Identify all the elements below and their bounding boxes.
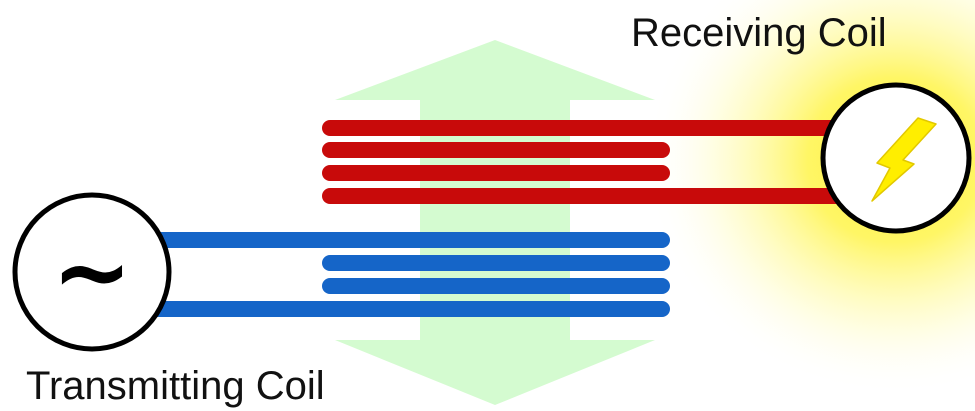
magnetic-field-arrow xyxy=(335,40,655,405)
receiving-coil xyxy=(322,120,853,204)
ac-source: ~ xyxy=(12,192,172,352)
receiving-coil-label: Receiving Coil xyxy=(631,11,887,55)
load xyxy=(820,82,972,234)
lightning-bolt-icon xyxy=(871,117,937,202)
transmitting-coil-label: Transmitting Coil xyxy=(26,364,325,408)
ac-source-symbol: ~ xyxy=(52,216,132,328)
transmitting-coil xyxy=(112,232,670,317)
